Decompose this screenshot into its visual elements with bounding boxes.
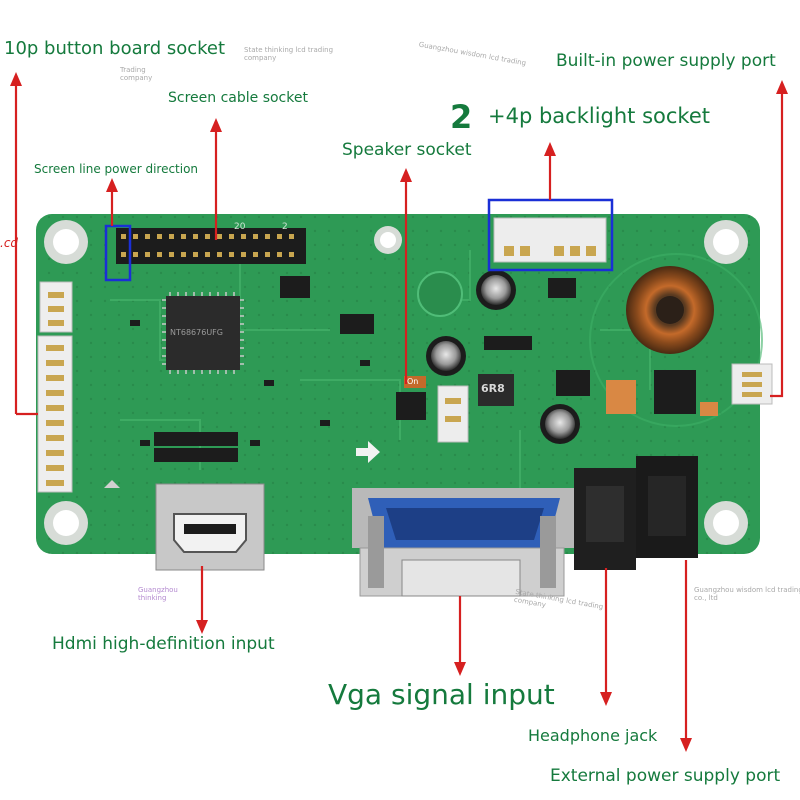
capacitor-right (540, 404, 580, 444)
vga-port (352, 488, 578, 597)
speaker-connector (437, 385, 469, 443)
label-external-power-port: External power supply port (550, 766, 781, 786)
pin-label-2: 2 (282, 222, 288, 232)
ground-pad (417, 271, 463, 317)
arrowhead-hdmi-icon (196, 620, 208, 634)
label-screen-cable-socket: Screen cable socket (168, 90, 308, 106)
watermark-2: Trading company (120, 66, 153, 82)
ir-connector (39, 281, 73, 333)
capacitor-top (476, 270, 516, 310)
mounting-hole-top-right (704, 220, 748, 264)
watermark-4: Guangzhou thinking (138, 586, 178, 602)
dc-power-jack (636, 456, 698, 558)
arrowhead-builtin-power-icon (776, 80, 788, 94)
power-area-outline (589, 253, 763, 427)
label-speaker-socket: Speaker socket (342, 140, 472, 160)
mounting-hole-bottom-right (704, 501, 748, 545)
headphone-jack (574, 468, 636, 570)
label-number-two: 2 (450, 98, 473, 136)
arrowhead-screen-line-power-icon (106, 178, 118, 192)
small-inductor (478, 374, 514, 406)
label-screen-line-power: Screen line power direction (34, 162, 199, 176)
screen-cable-header (116, 228, 306, 264)
label-backlight-socket: +4p backlight socket (488, 104, 710, 128)
label-builtin-power-port: Built-in power supply port (556, 51, 776, 71)
inductor-coil (626, 266, 714, 354)
arrowhead-headphone-icon (600, 692, 612, 706)
arrowhead-external-power-icon (680, 738, 692, 752)
watermark-6: Guangzhou wisdom lcd trading co., ltd (694, 586, 800, 602)
button-board-connector (37, 335, 73, 493)
pin-label-20: 20 (234, 222, 246, 232)
arrowhead-vga-icon (454, 662, 466, 676)
arrowhead-backlight-icon (544, 142, 556, 156)
label-hdmi-input: Hdmi high-definition input (52, 634, 275, 654)
inductor-sticker: 6R8 (481, 382, 505, 395)
capacitor-left (426, 336, 466, 376)
hdmi-port (155, 483, 265, 571)
arrowhead-screen-cable-icon (210, 118, 222, 132)
label-button-board-socket: 10p button board socket (4, 38, 226, 59)
power-ics (606, 380, 718, 416)
power-supply-connector (731, 363, 773, 405)
mounting-hole-bottom-left (44, 501, 88, 545)
arrowhead-button-board-icon (10, 72, 22, 86)
label-headphone-jack: Headphone jack (528, 726, 658, 745)
jumper-header (154, 432, 238, 462)
watermark-1: State thinking lcd trading company (244, 46, 334, 62)
arrow-marker-icon (104, 480, 120, 488)
smd-components (130, 276, 696, 446)
left-fragment-text: .cd (0, 236, 19, 250)
screen-line-highlight-box (104, 224, 132, 282)
mounting-hole-top-left (44, 220, 88, 264)
scaler-chip (162, 292, 244, 374)
arrow-builtin-power (770, 92, 784, 398)
chip-marking: NT68676UFG (170, 328, 223, 337)
dip-arrow-icon (356, 441, 380, 463)
speaker-on-tag (404, 376, 426, 388)
arrowhead-speaker-icon (400, 168, 412, 182)
label-vga-input: Vga signal input (328, 678, 555, 711)
mounting-hole-center (374, 226, 402, 254)
on-tag-text: On (407, 377, 419, 386)
backlight-connector (493, 217, 607, 263)
